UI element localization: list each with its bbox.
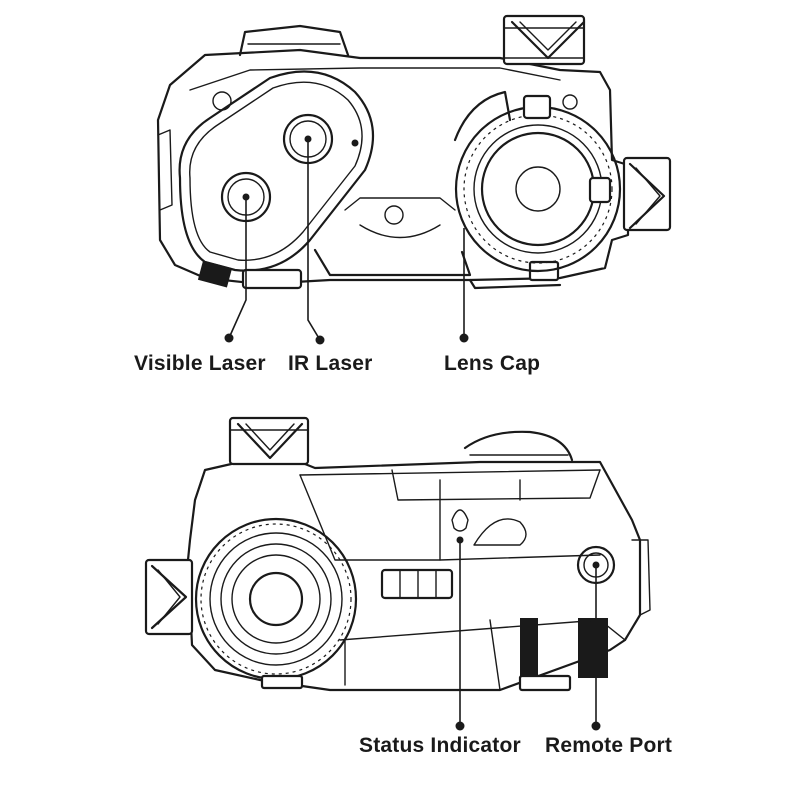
lens-housing (194, 517, 358, 681)
side-adjustment-knob (622, 156, 672, 232)
status-indicator (451, 509, 527, 546)
top-adjustment-knob-side (228, 416, 310, 466)
top-adjustment-knob (502, 14, 586, 66)
label-visible-laser: Visible Laser (134, 352, 266, 375)
label-status-indicator: Status Indicator (359, 734, 521, 757)
label-lens-cap: Lens Cap (444, 352, 541, 375)
top-leader-lines (224, 139, 469, 345)
bottom-leader-lines (455, 540, 601, 731)
side-adjustment-knob-side (144, 558, 194, 636)
label-remote-port: Remote Port (545, 734, 673, 757)
lens-cap (453, 90, 622, 273)
device-side-view (144, 416, 651, 692)
label-ir-laser: IR Laser (288, 352, 373, 375)
device-front-view (156, 14, 672, 290)
laser-aperture-plate (178, 70, 375, 272)
